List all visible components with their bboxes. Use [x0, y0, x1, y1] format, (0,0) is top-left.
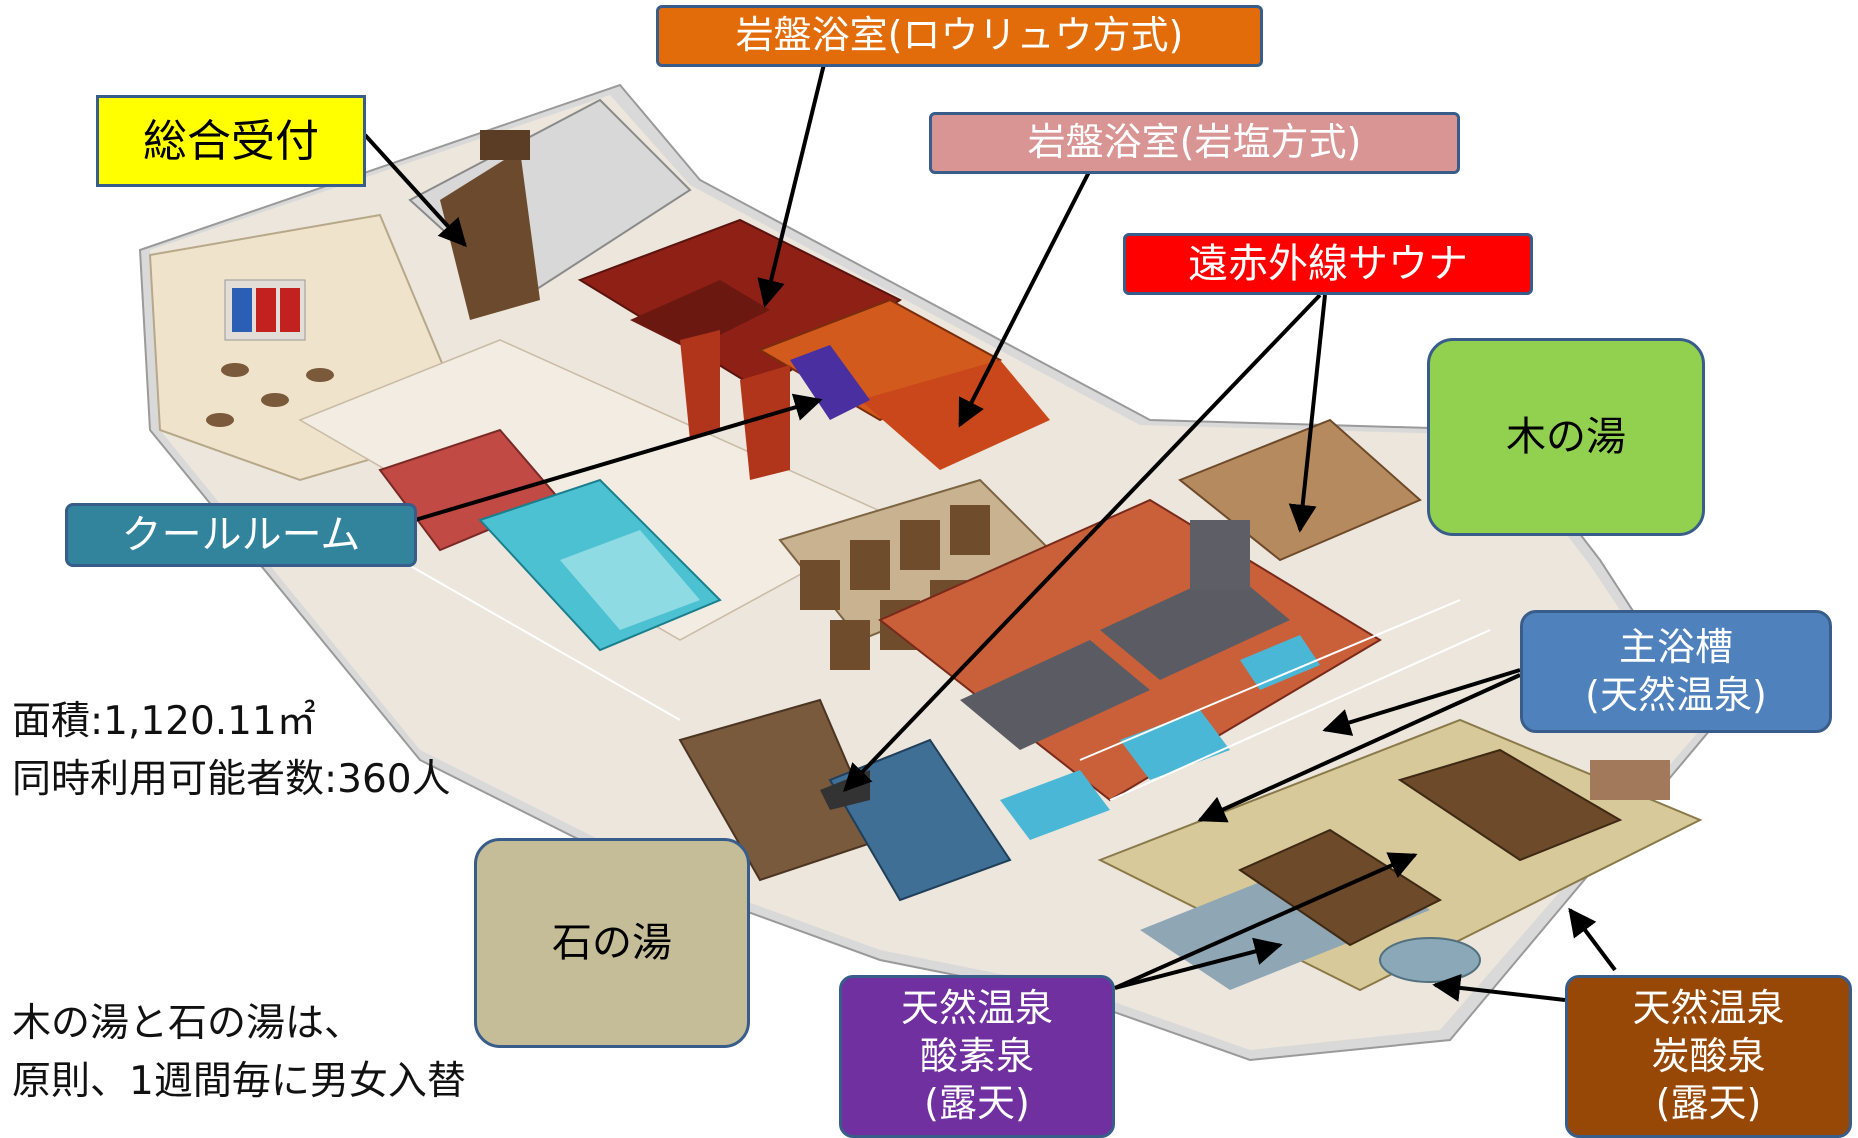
- capacity-text: 同時利用可能者数:360人: [12, 757, 451, 802]
- area-text: 面積:1,120.11㎡: [12, 699, 316, 744]
- arrow-rock-bath-salt: [958, 169, 1092, 428]
- arrow-main-bath-2: [1197, 673, 1521, 823]
- reception-label: 総合受付: [96, 95, 366, 187]
- arrow-rock-bath-loyly: [757, 59, 827, 308]
- reception-label-text: 総合受付: [143, 115, 319, 167]
- cool-room-label-text: クールルーム: [121, 512, 361, 558]
- arrow-main-bath-1: [1322, 668, 1521, 736]
- rock-bath-salt-label-text: 岩盤浴室(岩塩方式): [1027, 120, 1362, 165]
- oxygen-spring-label-line1: 天然温泉: [900, 986, 1053, 1031]
- arrow-sauna-1: [843, 293, 1322, 793]
- ki-no-yu-label-text: 木の湯: [1506, 414, 1626, 460]
- arrow-reception: [363, 133, 467, 248]
- far-infrared-sauna-label: 遠赤外線サウナ: [1123, 233, 1533, 295]
- facility-info: 面積:1,120.11㎡ 同時利用可能者数:360人: [12, 693, 451, 809]
- main-bath-label-line1: 主浴槽: [1618, 625, 1733, 669]
- ki-no-yu-label: 木の湯: [1427, 338, 1705, 536]
- main-bath-label: 主浴槽 (天然温泉): [1520, 610, 1832, 733]
- arrow-oxygen-1: [1114, 937, 1283, 990]
- arrow-oxygen-2: [1114, 852, 1418, 990]
- ishi-no-yu-label: 石の湯: [474, 838, 750, 1048]
- ishi-no-yu-label-text: 石の湯: [552, 920, 672, 966]
- oxygen-spring-label: 天然温泉 酸素泉 (露天): [839, 975, 1115, 1138]
- glass-partitions: [399, 559, 1491, 801]
- arrow-carbonated-1: [1432, 973, 1566, 1002]
- cool-room-area: [378, 428, 722, 652]
- cool-room-label: クールルーム: [65, 503, 417, 567]
- carbonated-spring-label-line2: 炭酸泉: [1651, 1033, 1766, 1078]
- main-bath-label-line2: (天然温泉): [1585, 672, 1767, 717]
- oxygen-spring-label-line3: (露天): [924, 1081, 1030, 1126]
- carbonated-spring-label-line1: 天然温泉: [1632, 986, 1785, 1031]
- swap-note-line1: 木の湯と石の湯は、: [12, 1001, 364, 1046]
- swap-note: 木の湯と石の湯は、 原則、1週間毎に男女入替: [12, 995, 466, 1111]
- rock-bath-rooms: [577, 218, 1050, 480]
- swap-note-line2: 原則、1週間毎に男女入替: [12, 1059, 466, 1104]
- rock-bath-loyly-label-text: 岩盤浴室(ロウリュウ方式): [735, 13, 1184, 58]
- rock-bath-loyly-label: 岩盤浴室(ロウリュウ方式): [656, 5, 1263, 67]
- arrow-cool-room: [414, 393, 823, 522]
- arrow-carbonated-2: [1568, 907, 1617, 972]
- reception-desk-area: [408, 98, 692, 320]
- sauna-area: [1178, 418, 1422, 590]
- washing-area: [878, 498, 1382, 840]
- arrow-sauna-2: [1288, 294, 1327, 533]
- carbonated-spring-label-line3: (露天): [1655, 1081, 1762, 1126]
- oxygen-spring-label-line2: 酸素泉: [919, 1033, 1034, 1078]
- carbonated-spring-label: 天然温泉 炭酸泉 (露天): [1565, 975, 1852, 1138]
- pointer-arrows: [363, 59, 1617, 1002]
- far-infrared-sauna-label-text: 遠赤外線サウナ: [1188, 241, 1468, 287]
- rock-bath-salt-label: 岩盤浴室(岩塩方式): [929, 112, 1460, 174]
